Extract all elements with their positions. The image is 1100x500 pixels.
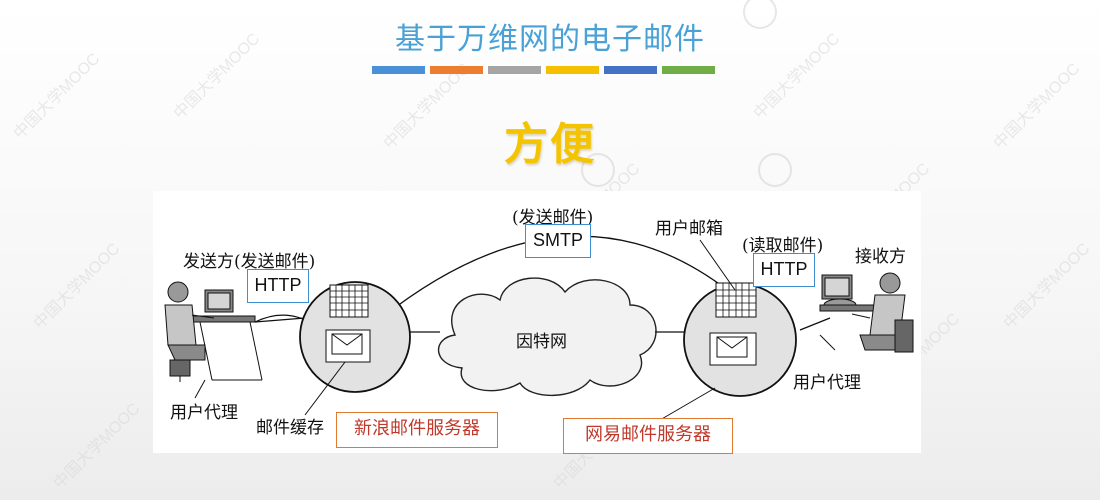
color-bar-3 bbox=[488, 66, 541, 74]
envelope-icon bbox=[709, 332, 757, 366]
netease-server-box: 网易邮件服务器 bbox=[563, 418, 733, 454]
sina-server-box: 新浪邮件服务器 bbox=[336, 412, 498, 448]
mailbox-grid-icon bbox=[715, 282, 757, 318]
envelope-icon bbox=[325, 329, 371, 363]
link-left-agent bbox=[254, 317, 306, 323]
http-left-box: HTTP bbox=[247, 269, 309, 303]
receiver-person-icon bbox=[819, 272, 914, 353]
sender-label: 发送方(发送邮件) bbox=[183, 252, 316, 272]
mail-cache-label: 邮件缓存 bbox=[256, 418, 324, 438]
internet-label: 因特网 bbox=[516, 332, 567, 352]
pointer-netease bbox=[659, 387, 716, 421]
pointer-user-agent-left bbox=[194, 379, 206, 399]
smtp-box: SMTP bbox=[525, 224, 591, 258]
internet-cloud bbox=[437, 277, 657, 397]
mailbox-grid-icon bbox=[329, 284, 369, 318]
smtp-caption: (发送邮件) bbox=[512, 208, 594, 228]
http-right-box: HTTP bbox=[753, 253, 815, 287]
pointer-mail-cache bbox=[304, 361, 346, 416]
pointer-user-agent-right bbox=[819, 334, 836, 351]
page-title: 基于万维网的电子邮件 bbox=[395, 22, 705, 57]
receiver-label: 接收方 bbox=[855, 247, 906, 267]
link-right-agent bbox=[799, 317, 831, 331]
pointer-mailbox bbox=[699, 239, 736, 291]
user-agent-right-label: 用户代理 bbox=[793, 373, 861, 393]
user-agent-left-label: 用户代理 bbox=[170, 403, 238, 423]
mailbox-label: 用户邮箱 bbox=[655, 219, 723, 239]
sender-person-icon bbox=[164, 281, 263, 382]
color-bar-4 bbox=[546, 66, 599, 74]
color-bar-1 bbox=[372, 66, 425, 74]
color-bar-5 bbox=[604, 66, 657, 74]
color-bar-2 bbox=[430, 66, 483, 74]
color-bar-6 bbox=[662, 66, 715, 74]
page-subtitle: 方便 bbox=[504, 119, 596, 170]
read-caption: (读取邮件) bbox=[742, 236, 824, 256]
